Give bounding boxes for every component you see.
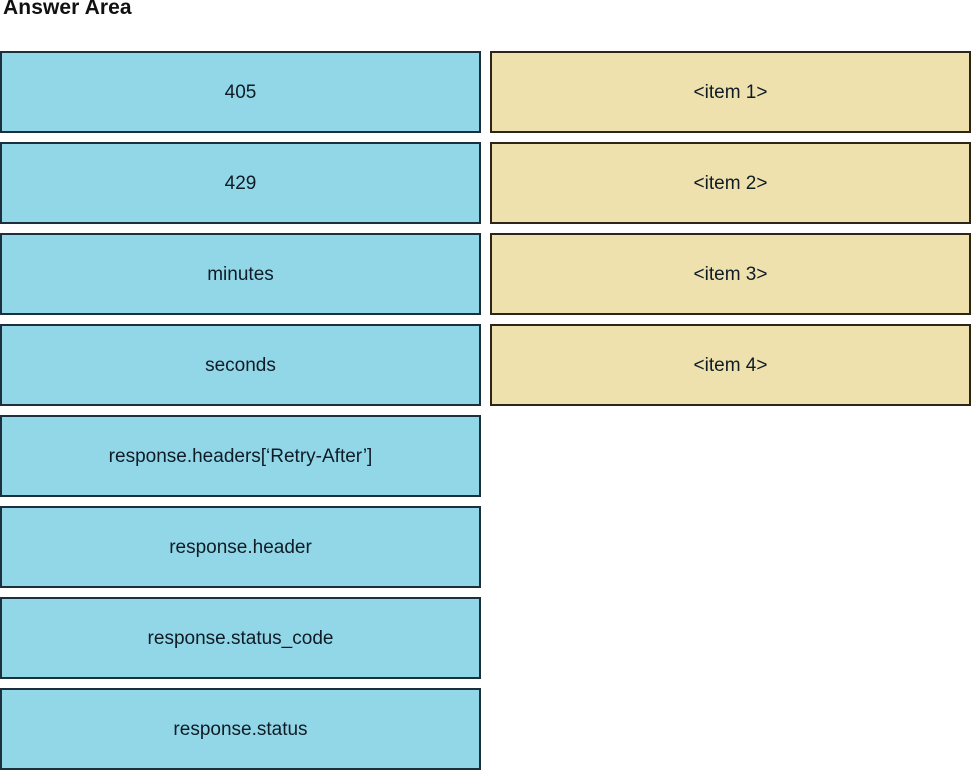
drag-source-tile[interactable]: 405 (0, 51, 481, 133)
drag-source-tile-label: response.status_code (147, 627, 334, 649)
drag-source-tile[interactable]: 429 (0, 142, 481, 224)
drop-target-list: <item 1> <item 2> <item 3> <item 4> (490, 51, 971, 415)
drag-source-tile-label: 429 (224, 172, 257, 194)
page-title: Answer Area (3, 0, 132, 19)
drag-source-tile-label: response.header (169, 536, 312, 558)
drop-target-tile[interactable]: <item 1> (490, 51, 971, 133)
drop-target-tile-label: <item 4> (693, 354, 768, 376)
drop-target-tile-label: <item 1> (693, 81, 768, 103)
drop-target-tile[interactable]: <item 2> (490, 142, 971, 224)
drag-source-tile[interactable]: seconds (0, 324, 481, 406)
drop-target-tile-label: <item 2> (693, 172, 768, 194)
drag-source-list: 405 429 minutes seconds response.headers… (0, 51, 481, 779)
drag-source-tile[interactable]: response.header (0, 506, 481, 588)
drag-source-tile-label: response.headers[‘Retry-After’] (108, 445, 373, 467)
drag-source-tile-label: response.status (173, 718, 308, 740)
drop-target-tile-label: <item 3> (693, 263, 768, 285)
drag-source-tile[interactable]: response.headers[‘Retry-After’] (0, 415, 481, 497)
drag-source-tile[interactable]: minutes (0, 233, 481, 315)
drag-source-tile-label: seconds (205, 354, 276, 376)
drag-source-tile-label: minutes (207, 263, 274, 285)
drag-source-tile[interactable]: response.status (0, 688, 481, 770)
drag-source-tile[interactable]: response.status_code (0, 597, 481, 679)
drop-target-tile[interactable]: <item 3> (490, 233, 971, 315)
drag-source-tile-label: 405 (224, 81, 257, 103)
drop-target-tile[interactable]: <item 4> (490, 324, 971, 406)
